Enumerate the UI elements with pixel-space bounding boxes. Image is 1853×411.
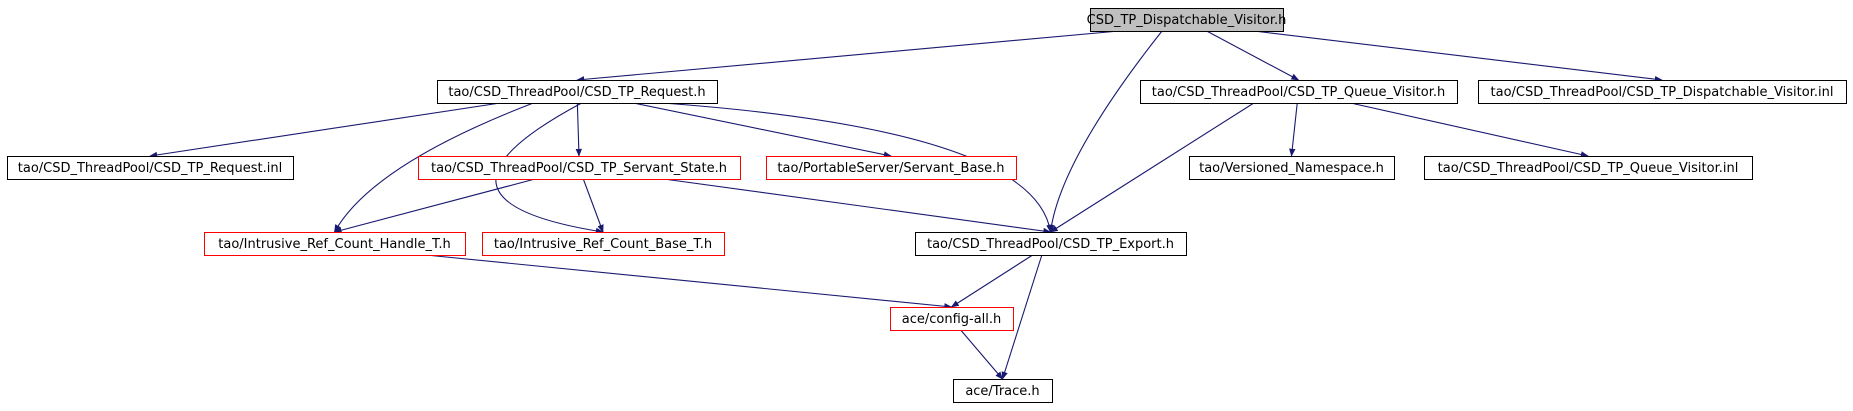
dependency-arrow — [1289, 102, 1298, 157]
node-box — [890, 307, 1014, 331]
dependency-edge-n1-to-n11 — [662, 102, 1053, 233]
node-box — [1189, 156, 1395, 180]
node-box — [482, 232, 725, 256]
header-node[interactable]: tao/CSD_ThreadPool/CSD_TP_Request.h — [437, 80, 718, 104]
dependency-edge-n5-to-n10 — [582, 178, 604, 233]
node-box — [1424, 156, 1753, 180]
header-node[interactable]: tao/CSD_ThreadPool/CSD_TP_Queue_Visitor.… — [1424, 156, 1753, 180]
dependency-edge-n1-to-n4 — [149, 102, 501, 159]
node-box — [1090, 8, 1284, 32]
node-label: tao/Intrusive_Ref_Count_Handle_T.h — [218, 237, 450, 252]
dependency-edge-n9-to-n12 — [425, 254, 953, 310]
header-node[interactable]: tao/CSD_ThreadPool/CSD_TP_Dispatchable_V… — [1478, 80, 1847, 104]
dependency-edge-n1-to-n6 — [633, 102, 892, 158]
dependency-arrow — [662, 102, 1053, 233]
node-box — [1140, 80, 1458, 104]
dependency-arrow — [334, 102, 534, 233]
dependency-arrow — [149, 102, 501, 159]
dependency-edge-n1-to-n9 — [334, 102, 534, 233]
node-label: tao/CSD_ThreadPool/CSD_TP_Dispatchable_V… — [1491, 85, 1834, 100]
dependency-arrow — [950, 254, 1033, 308]
dependency-arrow — [425, 254, 953, 310]
dependency-arrow — [1001, 254, 1043, 380]
dependency-edge-n2-to-n11 — [1049, 102, 1255, 233]
node-label: CSD_TP_Dispatchable_Visitor.h — [1087, 13, 1287, 28]
header-node[interactable]: tao/PortableServer/Servant_Base.h — [766, 156, 1017, 180]
header-node[interactable]: tao/CSD_ThreadPool/CSD_TP_Request.inl — [7, 156, 294, 180]
dependency-edge-n11-to-n12 — [950, 254, 1033, 308]
dependency-arrow — [1048, 30, 1163, 233]
dependency-edge-n12-to-n13 — [960, 329, 1004, 380]
header-node[interactable]: tao/Intrusive_Ref_Count_Base_T.h — [482, 232, 725, 256]
dependency-arrow — [1206, 30, 1300, 81]
header-node[interactable]: tao/Versioned_Namespace.h — [1189, 156, 1395, 180]
node-label: tao/PortableServer/Servant_Base.h — [777, 161, 1004, 176]
dependency-edge-n2-to-n8 — [1350, 102, 1589, 158]
node-box — [766, 156, 1017, 180]
header-node[interactable]: tao/CSD_ThreadPool/CSD_TP_Servant_State.… — [418, 156, 741, 180]
node-box — [204, 232, 466, 256]
dependency-edge-n0-to-n11 — [1048, 30, 1163, 233]
dependency-edge-n0-to-n1 — [576, 30, 1119, 83]
dependency-arrow — [495, 102, 604, 235]
dependency-arrow — [575, 102, 582, 157]
dependency-arrow — [1350, 102, 1589, 158]
node-box — [1478, 80, 1847, 104]
header-node[interactable]: tao/CSD_ThreadPool/CSD_TP_Queue_Visitor.… — [1140, 80, 1458, 104]
dependency-arrow — [582, 178, 604, 233]
node-box — [418, 156, 741, 180]
node-label: tao/CSD_ThreadPool/CSD_TP_Queue_Visitor.… — [1152, 85, 1445, 100]
dependency-arrow — [1049, 102, 1255, 233]
node-label: ace/Trace.h — [965, 384, 1039, 399]
dependency-edge-n1-to-n5 — [575, 102, 582, 157]
node-label: ace/config-all.h — [902, 312, 1002, 327]
header-node[interactable]: ace/config-all.h — [890, 307, 1014, 331]
dependency-arrow — [576, 30, 1119, 83]
nodes-layer: CSD_TP_Dispatchable_Visitor.h tao/CSD_Thr… — [7, 8, 1847, 403]
header-node[interactable]: tao/CSD_ThreadPool/CSD_TP_Export.h — [915, 232, 1187, 256]
node-box — [953, 379, 1053, 403]
node-label: tao/CSD_ThreadPool/CSD_TP_Queue_Visitor.… — [1438, 161, 1739, 176]
dependency-edge-n11-to-n13 — [1001, 254, 1043, 380]
dependency-arrow — [1253, 30, 1663, 83]
dependency-arrow — [663, 178, 1052, 235]
header-node[interactable]: tao/Intrusive_Ref_Count_Handle_T.h — [204, 232, 466, 256]
dependency-arrow — [333, 178, 536, 234]
dependency-edge-n1-to-n10 — [495, 102, 604, 235]
edges-layer — [149, 30, 1663, 380]
node-label: tao/CSD_ThreadPool/CSD_TP_Export.h — [927, 237, 1174, 252]
node-label: tao/Versioned_Namespace.h — [1199, 161, 1384, 176]
header-node[interactable]: ace/Trace.h — [953, 379, 1053, 403]
node-label: tao/CSD_ThreadPool/CSD_TP_Request.h — [448, 85, 705, 100]
dependency-arrow — [633, 102, 892, 158]
dependency-arrow — [960, 329, 1004, 380]
node-box — [7, 156, 294, 180]
dependency-edge-n2-to-n7 — [1289, 102, 1298, 157]
node-label: tao/Intrusive_Ref_Count_Base_T.h — [494, 237, 712, 252]
dependency-edge-n0-to-n3 — [1253, 30, 1663, 83]
node-box — [437, 80, 718, 104]
node-label: tao/CSD_ThreadPool/CSD_TP_Request.inl — [18, 161, 283, 176]
dependency-edge-n5-to-n11 — [663, 178, 1052, 235]
node-label: tao/CSD_ThreadPool/CSD_TP_Servant_State.… — [431, 161, 727, 176]
dependency-edge-n5-to-n9 — [333, 178, 536, 234]
root-header-node: CSD_TP_Dispatchable_Visitor.h — [1087, 8, 1287, 32]
dependency-edge-n0-to-n2 — [1206, 30, 1300, 81]
node-box — [915, 232, 1187, 256]
